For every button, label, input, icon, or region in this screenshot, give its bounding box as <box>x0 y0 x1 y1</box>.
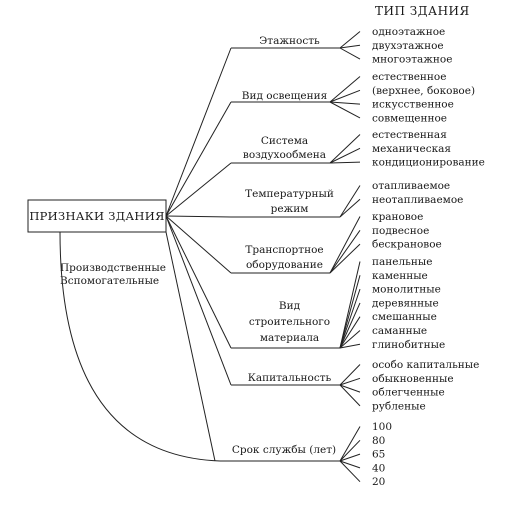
fan-line <box>329 161 361 164</box>
category-label: материала <box>260 332 319 344</box>
fan-line <box>329 216 361 274</box>
type-item: (верхнее, боковое) <box>372 85 475 97</box>
root-box <box>27 199 167 233</box>
root-label: ПРИЗНАКИ ЗДАНИЯ <box>29 209 164 223</box>
type-item: смешанные <box>372 311 437 323</box>
category-label: Капитальность <box>248 372 332 384</box>
type-item: обыкновенные <box>372 373 454 385</box>
branch-line <box>165 101 232 217</box>
fan-line <box>339 47 361 60</box>
branch-line <box>165 215 232 349</box>
fan-line <box>339 44 361 49</box>
type-item: естественная <box>372 129 447 141</box>
branch-line <box>165 215 232 274</box>
category-label: Этажность <box>259 35 320 47</box>
category-label: Температурный <box>245 188 334 200</box>
type-item: деревянные <box>372 297 439 309</box>
fan-line <box>339 316 361 349</box>
branch-line <box>165 47 232 217</box>
type-item: панельные <box>372 256 432 268</box>
fan-line <box>339 453 361 462</box>
type-item: облегченные <box>372 387 445 399</box>
type-item: 20 <box>372 476 385 488</box>
category-label: Вид освещения <box>242 90 328 102</box>
type-item: бескрановое <box>372 239 442 251</box>
fan-line <box>339 460 361 469</box>
type-item: искусственное <box>372 99 454 111</box>
fan-line <box>339 460 361 483</box>
type-item: неотапливаемое <box>372 194 463 206</box>
root-subtype: Вспомогательные <box>60 275 159 287</box>
type-item: естественное <box>372 71 446 83</box>
type-item: рубленые <box>372 400 426 412</box>
category-label: Срок службы (лет) <box>232 444 336 456</box>
type-item: подвесное <box>372 225 429 237</box>
fan-line <box>329 101 361 119</box>
category-label: воздухообмена <box>243 149 326 161</box>
category-label: режим <box>271 203 309 215</box>
type-item: каменные <box>372 270 428 282</box>
fan-line <box>339 185 361 218</box>
branch-line <box>165 231 216 462</box>
type-item: глинобитные <box>372 339 445 351</box>
fan-line <box>339 364 361 386</box>
fan-line <box>329 230 361 274</box>
root-subtype: Производственные <box>60 262 166 274</box>
fan-line <box>339 384 361 407</box>
type-item: 100 <box>372 421 392 433</box>
fan-line <box>339 275 361 349</box>
type-item: отапливаемое <box>372 180 450 192</box>
branch-line <box>165 215 232 386</box>
category-label: строительного <box>249 316 330 328</box>
fan-line <box>339 198 361 218</box>
type-item: одноэтажное <box>372 26 445 38</box>
type-header: ТИП ЗДАНИЯ <box>375 4 470 18</box>
fan-line <box>339 343 361 349</box>
fan-line <box>339 384 361 393</box>
branch-line <box>165 162 232 217</box>
category-label: Транспортное <box>245 244 323 256</box>
type-item: особо капитальные <box>372 359 479 371</box>
type-item: совмещенное <box>372 112 447 124</box>
type-item: крановое <box>372 211 423 223</box>
type-item: 80 <box>372 435 385 447</box>
category-label: оборудование <box>246 259 323 271</box>
arc-line <box>59 231 221 462</box>
fan-line <box>339 377 361 386</box>
fan-line <box>329 243 361 274</box>
type-item: 65 <box>372 449 385 461</box>
type-item: кондиционирование <box>372 157 485 169</box>
fan-line <box>339 426 361 462</box>
fan-line <box>329 76 361 103</box>
type-item: механическая <box>372 143 451 155</box>
type-item: двухэтажное <box>372 40 444 52</box>
fan-line <box>339 31 361 49</box>
fan-line <box>329 89 361 103</box>
fan-line <box>329 134 361 164</box>
type-item: многоэтажное <box>372 54 452 66</box>
type-item: 40 <box>372 462 385 474</box>
fan-line <box>339 439 361 462</box>
fan-line <box>339 330 361 349</box>
type-item: саманные <box>372 325 427 337</box>
category-label: Вид <box>279 300 301 312</box>
category-label: Система <box>261 135 308 147</box>
fan-line <box>339 261 361 349</box>
fan-line <box>339 288 361 349</box>
fan-line <box>339 302 361 349</box>
fan-line <box>329 101 361 105</box>
type-item: монолитные <box>372 284 441 296</box>
fan-line <box>329 147 361 164</box>
branch-line <box>165 215 232 218</box>
